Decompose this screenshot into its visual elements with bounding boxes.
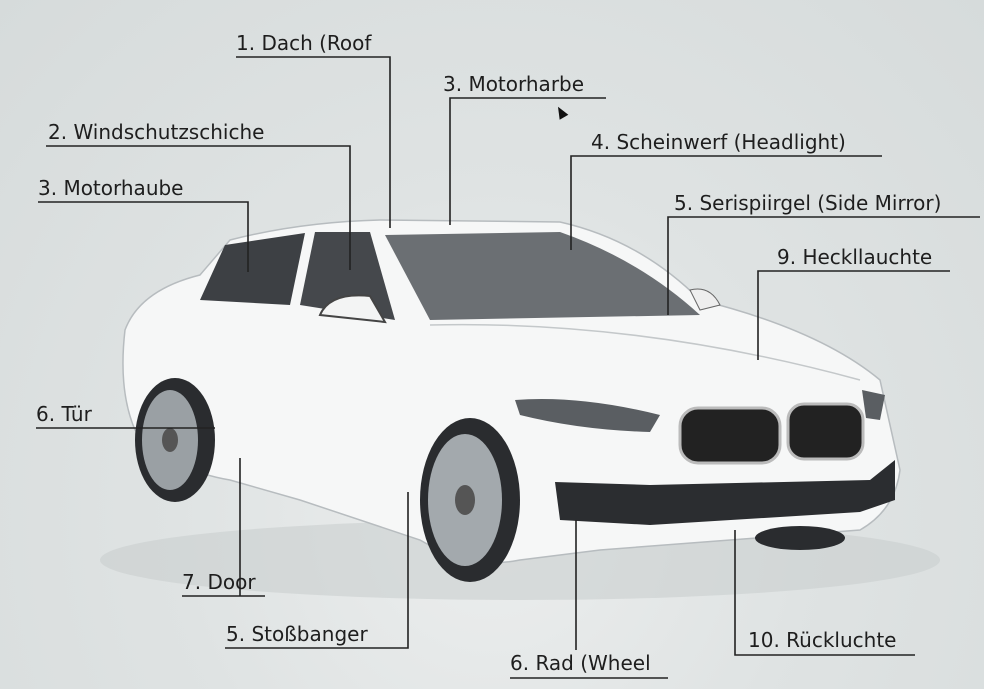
lower-intake	[555, 460, 895, 525]
kidney-grille-right	[786, 402, 865, 461]
label-headlight: 4. Scheinwerf (Headlight)	[591, 130, 846, 154]
front-wheel	[420, 418, 520, 582]
label-windshield: 2. Windschutzschiche	[48, 120, 265, 144]
rear-wheel	[135, 378, 215, 502]
side-mirror-shape	[318, 294, 387, 324]
kidney-grille-left	[678, 406, 782, 465]
rear-window	[200, 233, 305, 305]
label-rear-light: 10. Rückluchte	[748, 628, 897, 652]
label-wheel: 6. Rad (Wheel	[510, 651, 651, 675]
label-side-mirror: 5. Serispiirgel (Side Mirror)	[674, 191, 942, 215]
label-bumper: 5. Stoßbanger	[226, 622, 368, 646]
label-hood-top: 3. Motorharbe	[443, 72, 585, 96]
label-roof: 1. Dach (Roof	[236, 31, 372, 55]
label-door-en: 7. Door	[182, 570, 256, 594]
label-taillight: 9. Heckllauchte	[777, 245, 933, 269]
label-hood-left: 3. Motorhaube	[38, 176, 184, 200]
windshield-glass	[385, 232, 700, 320]
label-door-de: 6. Tür	[36, 402, 92, 426]
headlight-shape	[515, 399, 660, 432]
